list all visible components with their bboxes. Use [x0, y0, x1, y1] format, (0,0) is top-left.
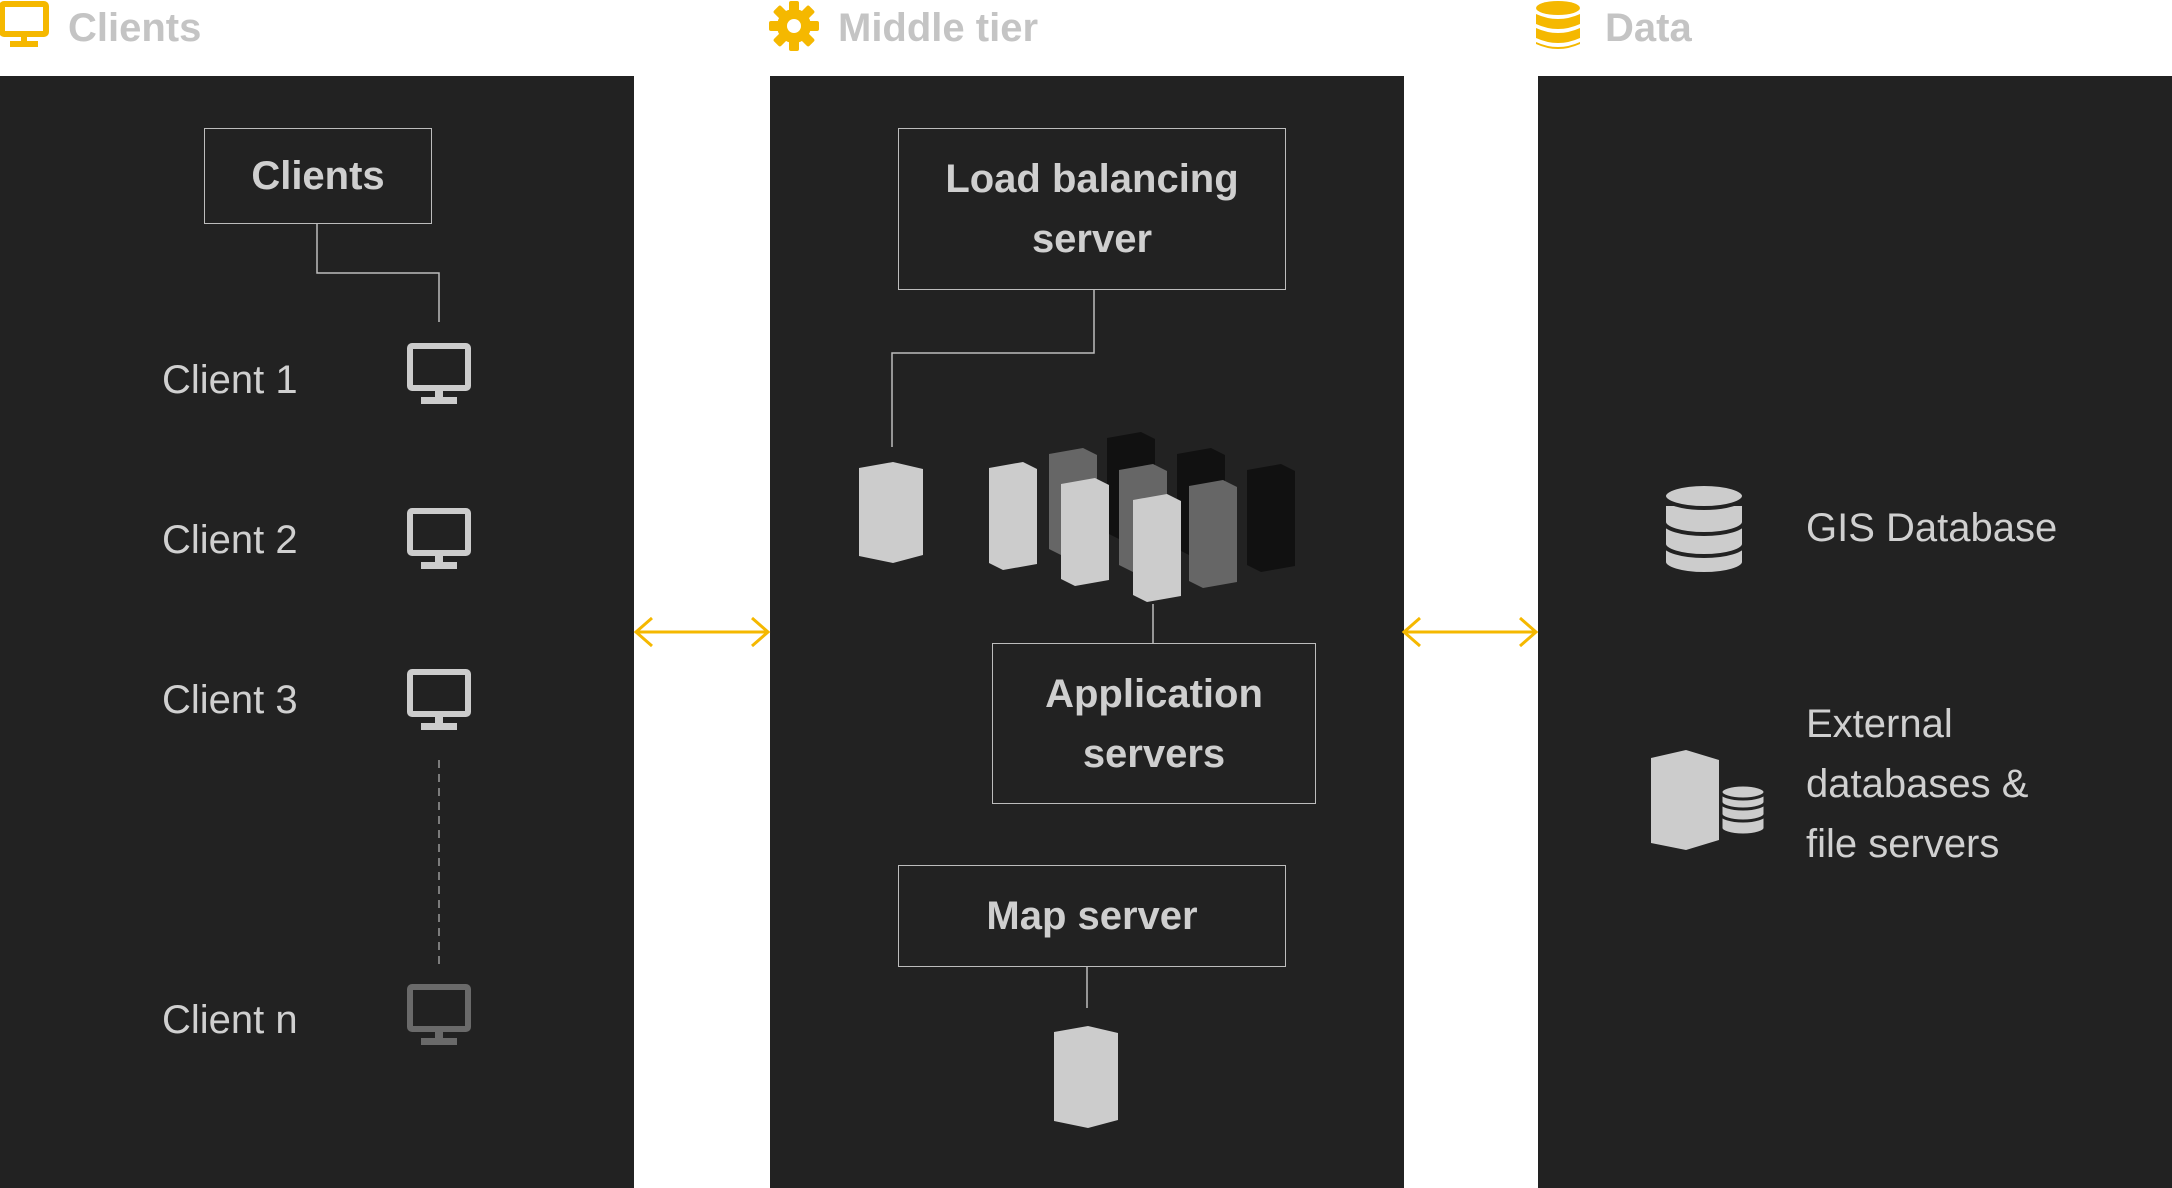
external-db-server-icon	[1651, 750, 1767, 850]
map-server-box: Map server	[898, 865, 1286, 967]
data-column-title: Data	[1605, 6, 1692, 50]
client-n-label: Client n	[162, 998, 298, 1042]
client-1-label: Client 1	[162, 358, 298, 402]
client-2-monitor-icon	[407, 508, 471, 569]
application-servers-label: Application servers	[1045, 671, 1263, 776]
database-icon	[1536, 1, 1580, 49]
client-n-monitor-icon	[407, 984, 471, 1045]
server-cluster	[989, 432, 1295, 602]
clients-box: Clients	[204, 128, 432, 224]
clients-middle-arrow	[633, 616, 771, 648]
gis-database-label: GIS Database	[1806, 506, 2058, 550]
gear-icon	[769, 1, 819, 51]
map-server-label: Map server	[986, 894, 1198, 938]
application-servers-box: Application servers	[992, 643, 1316, 804]
load-balancer-server-icon	[859, 462, 923, 563]
gis-database-icon	[1662, 482, 1746, 576]
monitor-icon	[0, 1, 49, 47]
map-server-icon	[1054, 1026, 1118, 1128]
client-3-label: Client 3	[162, 678, 298, 722]
middle-data-arrow	[1401, 616, 1539, 648]
connector-lines	[316, 223, 1154, 1008]
client-2-label: Client 2	[162, 518, 298, 562]
clients-box-label: Clients	[251, 154, 385, 198]
client-3-monitor-icon	[407, 669, 471, 730]
load-balancing-server-box: Load balancing server	[898, 128, 1286, 290]
client-1-monitor-icon	[407, 343, 471, 404]
clients-column-title: Clients	[68, 6, 202, 50]
load-balancing-server-label: Load balancing server	[945, 157, 1239, 261]
middle-tier-column-title: Middle tier	[838, 6, 1039, 50]
external-databases-label: External databases & file servers	[1806, 702, 2029, 866]
data-panel	[1538, 76, 2172, 1188]
